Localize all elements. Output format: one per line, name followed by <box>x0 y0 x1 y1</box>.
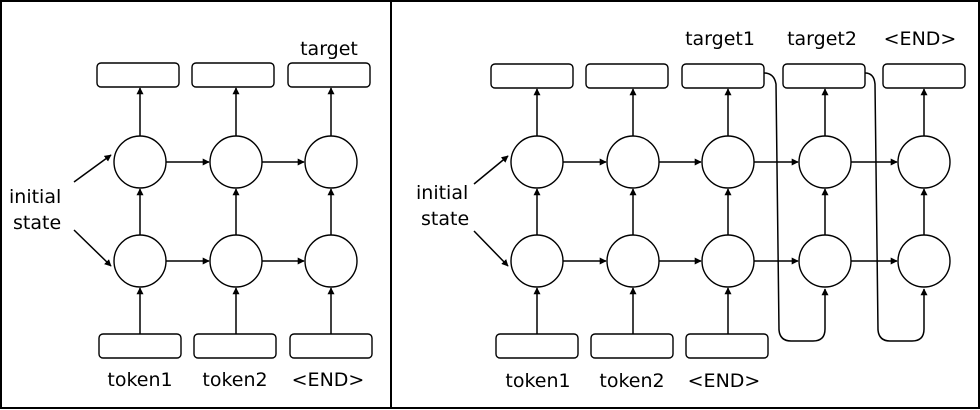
right-feedback-loop-1 <box>763 72 829 342</box>
right-rnn-cell-bottom-1 <box>510 234 564 288</box>
right-output-box-3 <box>681 63 765 89</box>
right-rnn-cell-bottom-2 <box>606 234 660 288</box>
left-output-label: target <box>300 38 358 60</box>
right-panel: initial state target1 target2 <END> toke… <box>390 0 980 409</box>
right-rnn-cell-top-3 <box>701 135 755 189</box>
left-initial-state-arrow-bottom <box>73 229 112 267</box>
right-input-box-2 <box>590 333 674 359</box>
left-initial-state-label-line2: state <box>13 212 61 234</box>
right-initial-state-arrow-bottom <box>473 230 509 267</box>
left-rnn-cell-top-2 <box>209 135 263 189</box>
left-rnn-cell-bottom-1 <box>113 234 167 288</box>
right-rnn-cell-bottom-3 <box>701 234 755 288</box>
right-input-label-1: token1 <box>505 370 570 392</box>
left-initial-state-label-line1: initial <box>9 186 61 208</box>
right-panel-frame <box>390 0 980 409</box>
left-rnn-cell-bottom-3 <box>304 234 358 288</box>
left-input-box-2 <box>193 333 277 359</box>
right-initial-state-arrow-top <box>473 155 509 185</box>
left-input-box-1 <box>98 333 182 359</box>
right-output-label-1: target1 <box>685 28 755 50</box>
right-feedback-loop-2 <box>864 72 928 342</box>
right-initial-state-label-line2: state <box>421 208 469 230</box>
left-input-box-3 <box>289 333 373 359</box>
right-output-box-4 <box>782 63 866 89</box>
right-rnn-cell-top-4 <box>798 135 852 189</box>
left-output-box-1 <box>96 62 180 88</box>
right-rnn-cell-top-1 <box>510 135 564 189</box>
left-input-label-1: token1 <box>107 369 172 391</box>
right-output-label-3: <END> <box>884 28 957 50</box>
left-rnn-cell-bottom-2 <box>209 234 263 288</box>
left-rnn-cell-top-1 <box>113 135 167 189</box>
left-input-label-3: <END> <box>292 369 365 391</box>
left-panel: initial state target token1 token2 <END> <box>0 0 392 409</box>
right-initial-state-label-line1: initial <box>416 182 468 204</box>
left-input-label-2: token2 <box>202 369 267 391</box>
right-output-box-1 <box>490 63 574 89</box>
left-initial-state-arrow-top <box>73 154 112 183</box>
right-rnn-cell-top-5 <box>897 135 951 189</box>
left-rnn-cell-top-3 <box>304 135 358 189</box>
right-input-box-1 <box>495 333 579 359</box>
right-output-box-2 <box>585 63 669 89</box>
left-output-box-3 <box>287 62 371 88</box>
right-rnn-cell-bottom-4 <box>798 234 852 288</box>
right-rnn-cell-bottom-5 <box>897 234 951 288</box>
right-output-label-2: target2 <box>787 28 857 50</box>
right-output-box-5 <box>882 63 966 89</box>
right-rnn-cell-top-2 <box>606 135 660 189</box>
left-output-box-2 <box>191 62 275 88</box>
right-input-box-3 <box>685 333 769 359</box>
right-input-label-2: token2 <box>599 370 664 392</box>
right-input-label-3: <END> <box>688 370 761 392</box>
